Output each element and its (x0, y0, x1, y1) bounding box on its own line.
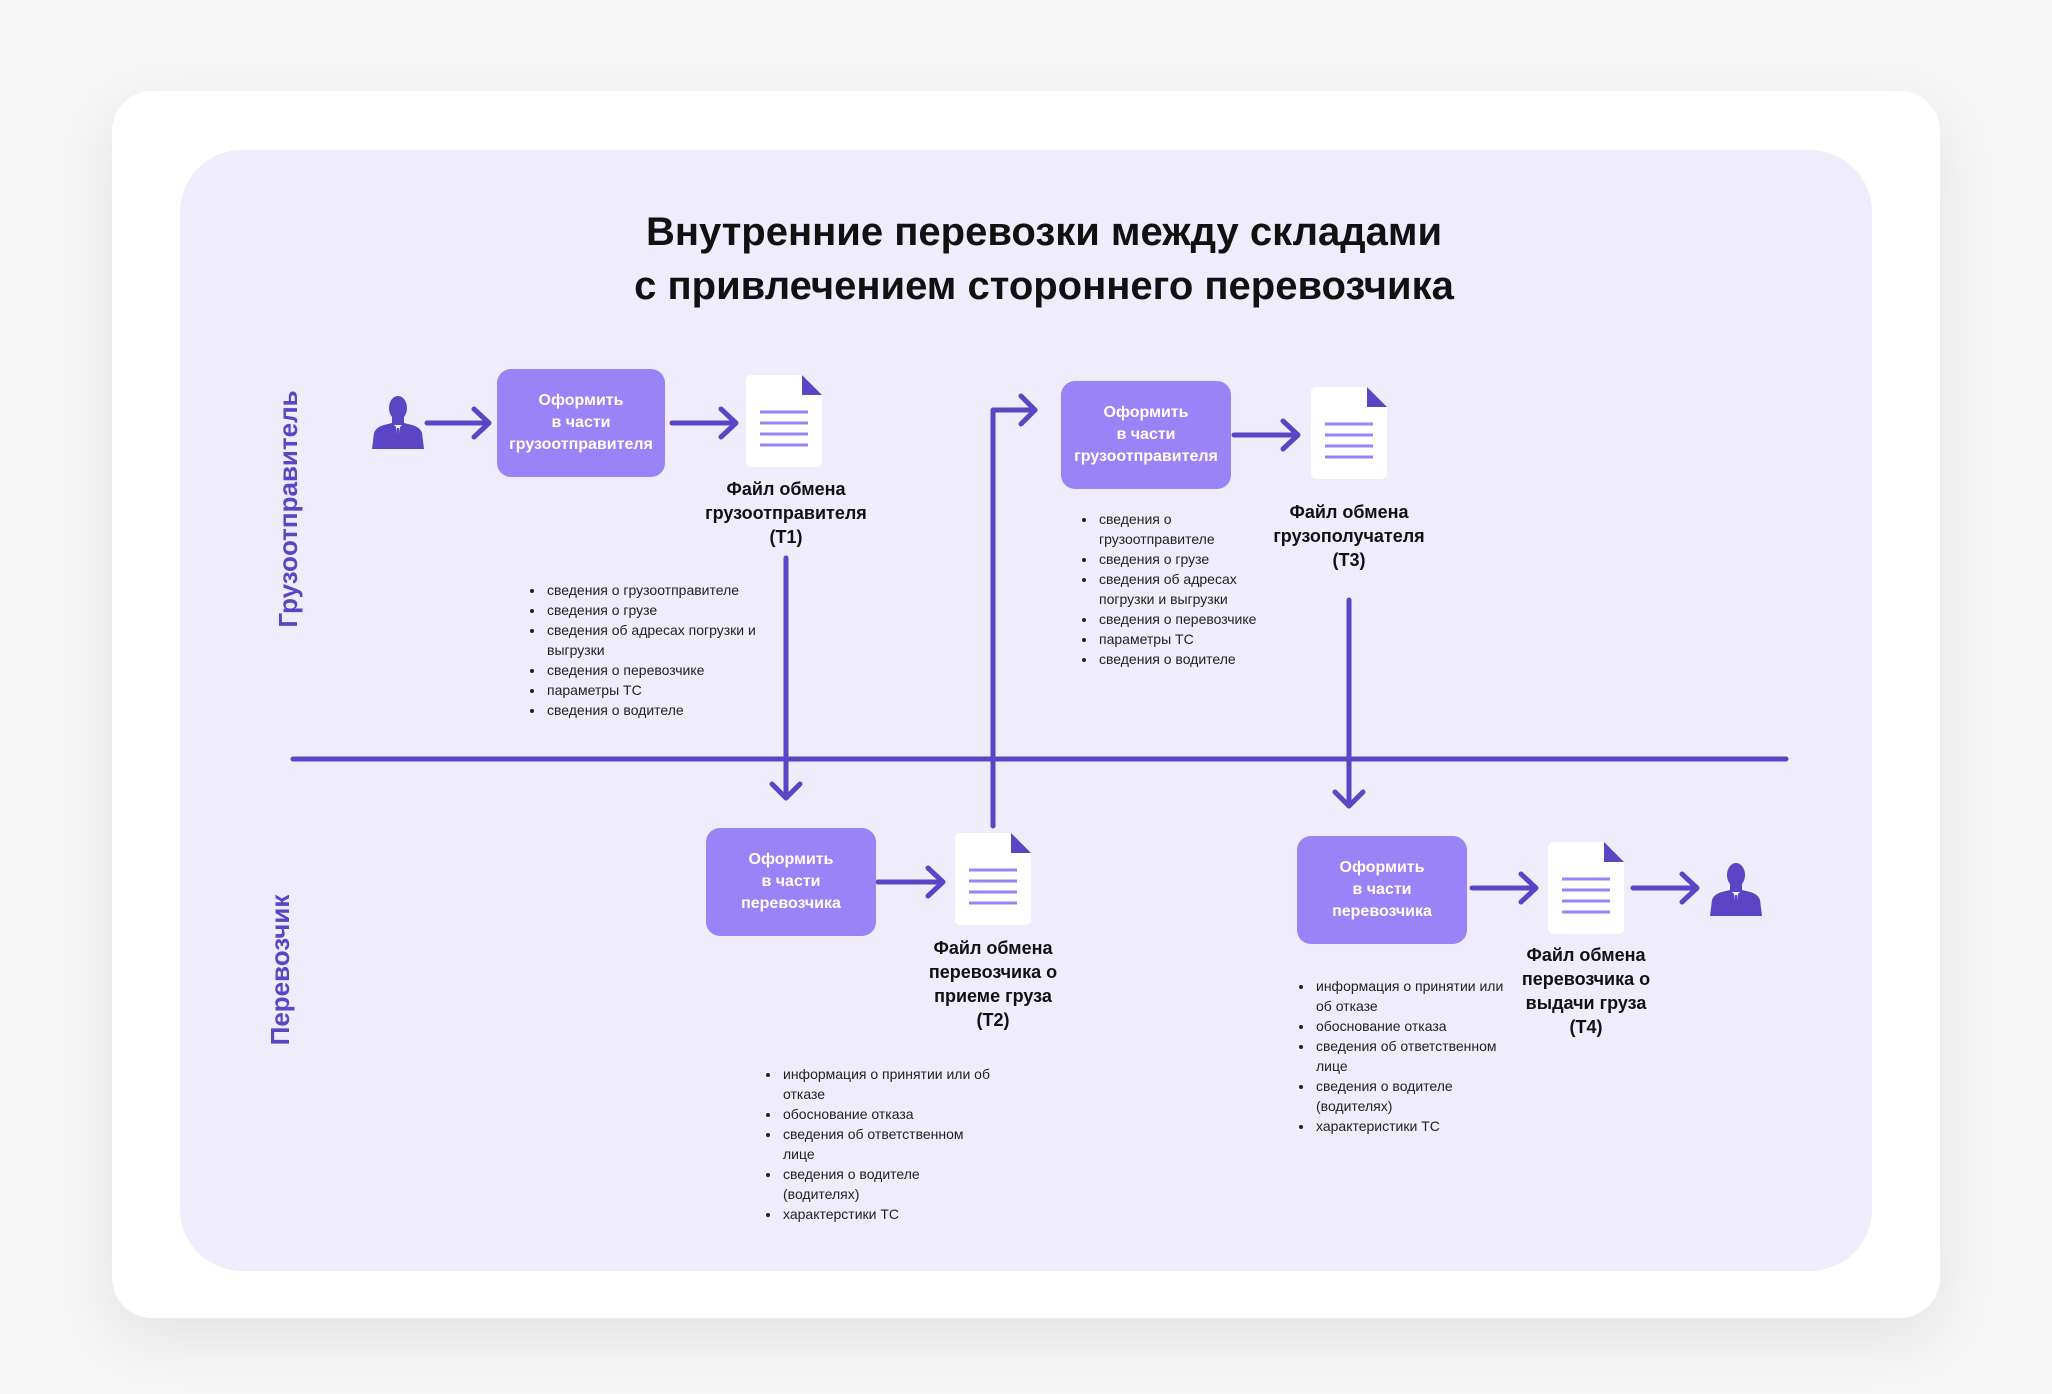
doc-label-t3: Файл обмена грузополучателя (Т3) (1249, 500, 1449, 572)
detail-item: сведения о водителе (545, 700, 795, 720)
box-text: в части (761, 873, 821, 890)
process-box-carrier-1[interactable]: Оформить в части перевозчика (706, 828, 876, 936)
doc-label-line: выдачи груза (1525, 993, 1647, 1013)
details-list-t1: сведения о грузоотправителе сведения о г… (527, 580, 795, 720)
detail-item: сведения об ответственном лице (781, 1124, 991, 1164)
box-text: Оформить (748, 851, 834, 868)
doc-label-line: перевозчика о (928, 962, 1058, 982)
title-line-2: с привлечением стороннего перевозчика (634, 264, 1454, 308)
detail-item: сведения о перевозчике (545, 660, 795, 680)
detail-item: сведения о водителе (водителях) (1314, 1076, 1514, 1116)
arrowhead (471, 406, 492, 440)
person-icon (372, 396, 424, 449)
arrowhead (1018, 393, 1038, 427)
arrowhead (1679, 871, 1700, 905)
detail-item: сведения о грузоотправителе (545, 580, 795, 600)
arrowhead (1332, 789, 1366, 809)
detail-item: параметры ТС (545, 680, 795, 700)
detail-item: сведения о перевозчике (1097, 609, 1287, 629)
doc-label-t2: Файл обмена перевозчика о приеме груза (… (893, 936, 1093, 1032)
diagram-title: Внутренние перевозки между складами с пр… (180, 205, 1908, 313)
doc-label-line: (Т2) (976, 1010, 1010, 1030)
doc-label-line: грузоотправителя (705, 503, 867, 523)
document-icon (955, 833, 1031, 925)
process-box-shipper-1[interactable]: Оформить в части грузоотправителя (497, 369, 665, 477)
detail-item: сведения о грузе (545, 600, 795, 620)
detail-item: обоснование отказа (781, 1104, 991, 1124)
arrowhead (718, 406, 739, 440)
box-text: перевозчика (741, 895, 841, 912)
document-icon (746, 375, 822, 467)
document-icon (1548, 842, 1624, 934)
detail-item: информация о принятии или об отказе (781, 1064, 991, 1104)
detail-item: сведения об адресах погрузки и выгрузки (545, 620, 795, 660)
doc-label-line: Файл обмена (726, 479, 846, 499)
doc-label-line: (Т1) (769, 527, 803, 547)
arrowhead (1280, 418, 1301, 452)
box-text: грузоотправителя (509, 436, 653, 453)
doc-label-line: приеме груза (934, 986, 1052, 1006)
box-text: в части (1116, 426, 1176, 443)
box-text: Оформить (538, 392, 624, 409)
details-list-t2: информация о принятии или об отказе обос… (763, 1064, 991, 1224)
title-line-1: Внутренние перевозки между складами (645, 210, 1443, 254)
box-text: в части (1352, 881, 1412, 898)
detail-item: сведения о водителе (водителях) (781, 1164, 991, 1204)
arrowhead (769, 781, 803, 801)
detail-item: характерстики ТС (781, 1204, 991, 1224)
detail-item: сведения о грузоотправителе (1097, 509, 1287, 549)
diagram-panel (180, 150, 1872, 1271)
detail-item: параметры ТС (1097, 629, 1287, 649)
detail-item: сведения об адресах погрузки и выгрузки (1097, 569, 1287, 609)
detail-item: характеристики ТС (1314, 1116, 1514, 1136)
doc-label-line: Файл обмена (1526, 945, 1646, 965)
arrowhead (1518, 871, 1539, 905)
doc-label-t4: Файл обмена перевозчика о выдачи груза (… (1486, 943, 1686, 1039)
process-box-carrier-2[interactable]: Оформить в части перевозчика (1297, 836, 1467, 944)
details-list-t4: информация о принятии или об отказе обос… (1296, 976, 1514, 1136)
box-text: в части (551, 414, 611, 431)
detail-item: информация о принятии или об отказе (1314, 976, 1514, 1016)
doc-label-line: перевозчика о (1521, 969, 1651, 989)
arrowhead (925, 865, 946, 899)
arrow-t2-to-box3 (990, 407, 1038, 829)
detail-item: сведения о грузе (1097, 549, 1287, 569)
doc-label-line: (Т3) (1332, 550, 1366, 570)
box-text: Оформить (1103, 404, 1189, 421)
detail-item: сведения о водителе (1097, 649, 1287, 669)
doc-label-line: Файл обмена (1289, 502, 1409, 522)
doc-label-line: (Т4) (1569, 1017, 1603, 1037)
doc-label-line: Файл обмена (933, 938, 1053, 958)
detail-item: сведения об ответственном лице (1314, 1036, 1514, 1076)
box-text: Оформить (1339, 859, 1425, 876)
process-box-shipper-2[interactable]: Оформить в части грузоотправителя (1061, 381, 1231, 489)
document-icon (1311, 387, 1387, 479)
doc-label-line: грузополучателя (1273, 526, 1425, 546)
doc-label-t1: Файл обмена грузоотправителя (Т1) (686, 477, 886, 549)
person-icon (1710, 863, 1762, 916)
detail-item: обоснование отказа (1314, 1016, 1514, 1036)
box-text: грузоотправителя (1074, 448, 1218, 465)
details-list-t3: сведения о грузоотправителе сведения о г… (1079, 509, 1287, 669)
box-text: перевозчика (1332, 903, 1432, 920)
